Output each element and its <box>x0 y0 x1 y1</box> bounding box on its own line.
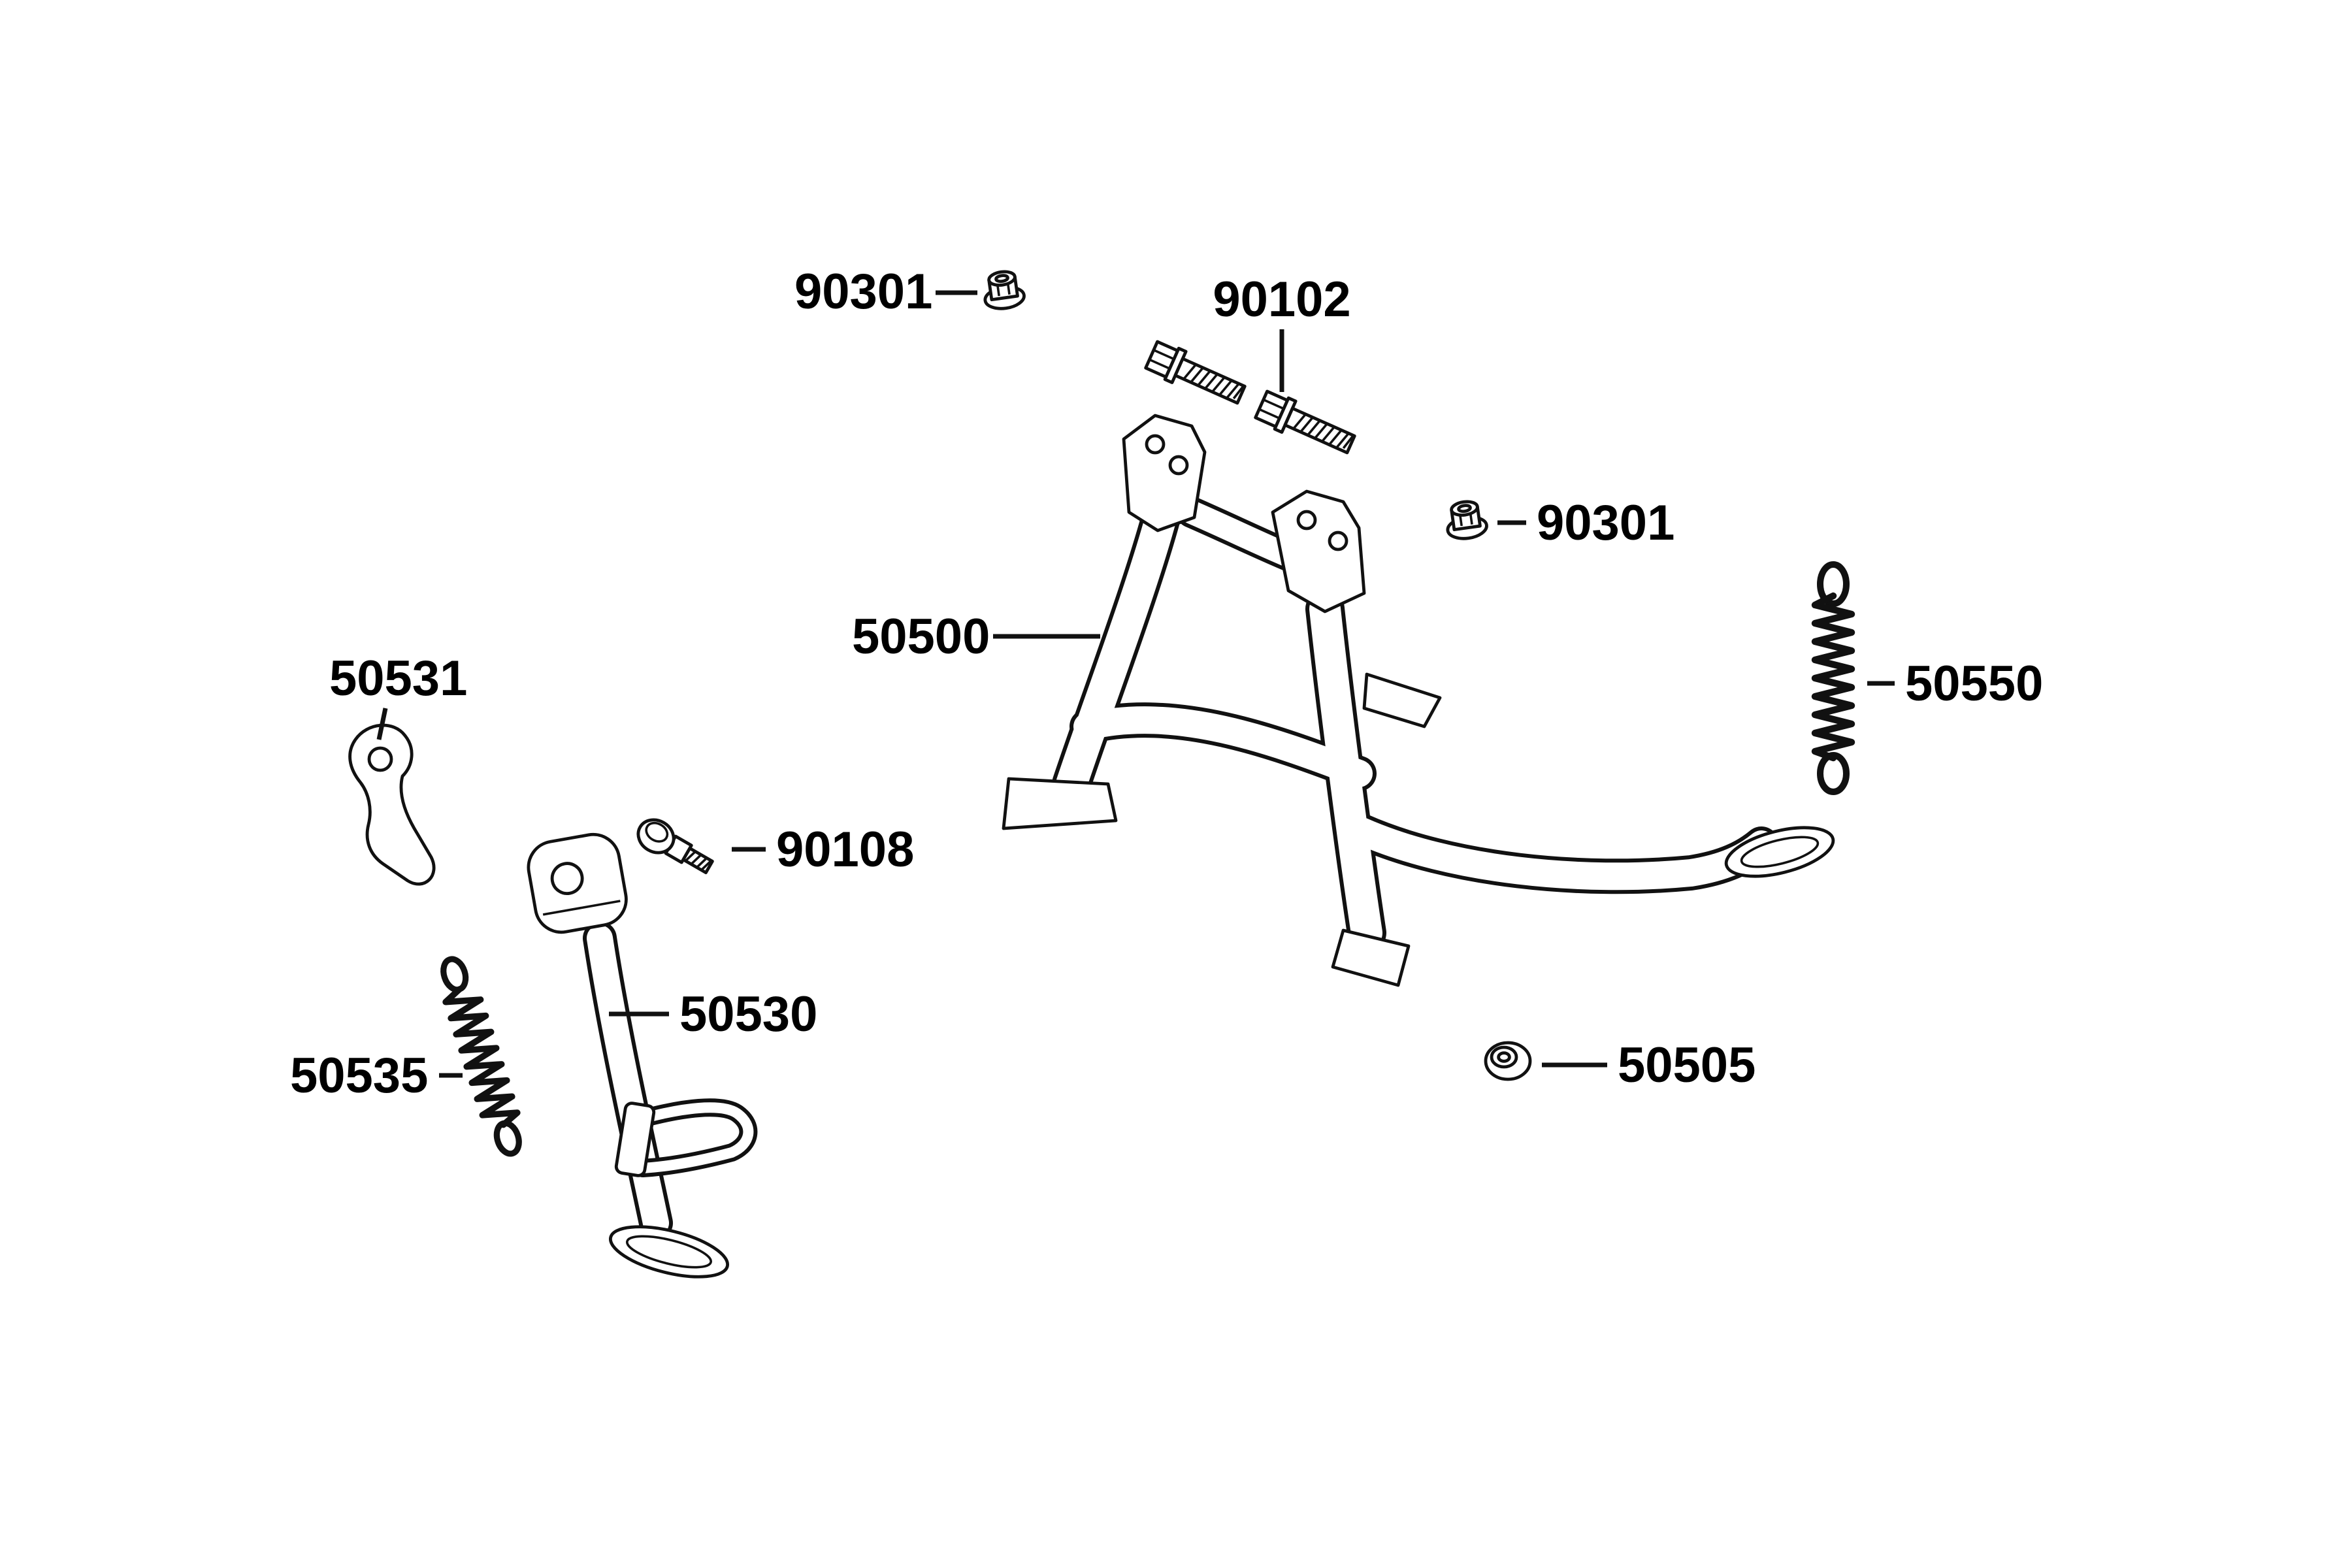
part-label-50500: 50500 <box>852 609 990 664</box>
flange-nut-icon-top <box>981 269 1025 311</box>
stopper-plate-drawing <box>348 723 436 886</box>
leader-50531 <box>376 708 388 740</box>
part-label-50550: 50550 <box>1905 656 2043 711</box>
part-label-50530: 50530 <box>679 987 817 1042</box>
part-label-90102: 90102 <box>1213 272 1350 327</box>
part-label-90108: 90108 <box>776 822 914 877</box>
part-label-90301-b: 90301 <box>1537 495 1674 551</box>
part-label-50535: 50535 <box>290 1048 428 1103</box>
side-stand-spring-drawing <box>440 956 522 1157</box>
hex-bolt-icon-1 <box>1145 339 1248 410</box>
flange-nut-icon-right <box>1444 499 1488 541</box>
main-stand-drawing <box>1002 414 1835 987</box>
main-stand-spring-drawing <box>1811 561 1855 795</box>
collar-bushing-drawing <box>1484 1041 1532 1081</box>
pivot-bolt-drawing <box>636 818 714 875</box>
side-stand-drawing <box>527 832 758 1279</box>
hex-bolt-icon-2 <box>1254 389 1358 460</box>
part-label-50505: 50505 <box>1618 1037 1756 1093</box>
part-label-50531: 50531 <box>329 651 467 706</box>
part-label-90301-a: 90301 <box>794 264 932 319</box>
